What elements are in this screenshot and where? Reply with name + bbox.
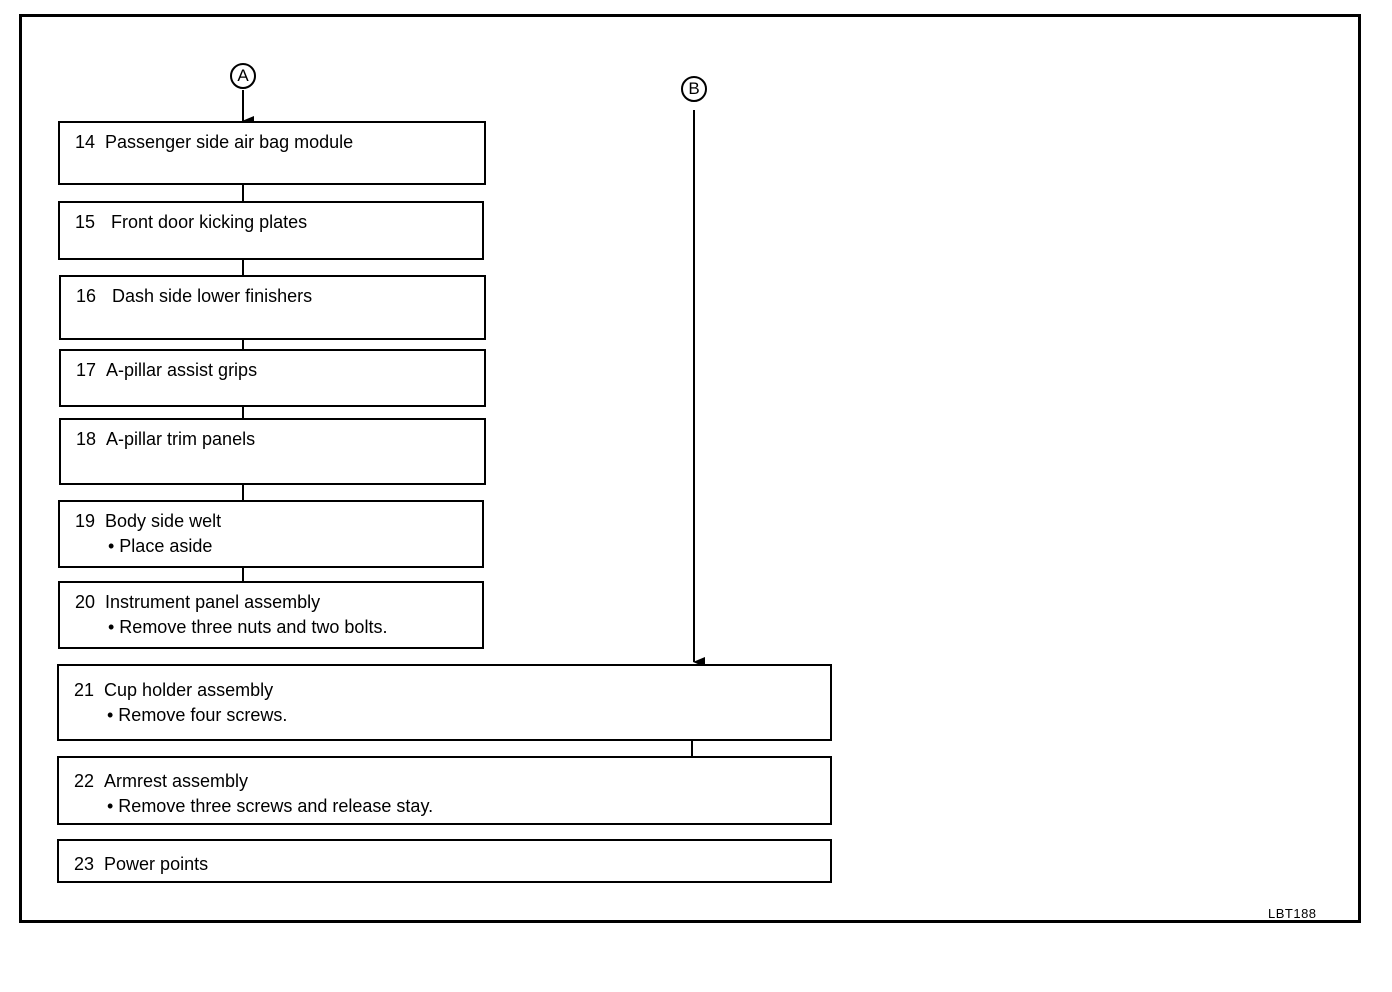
step-number: 23	[74, 854, 95, 874]
connector-a-label: A	[237, 66, 249, 85]
step-title: Passenger side air bag module	[105, 132, 354, 152]
step-number: 14	[75, 132, 96, 152]
figure-code: LBT188	[1268, 906, 1317, 921]
connector-a: A	[230, 63, 256, 89]
step-title: Dash side lower finishers	[112, 286, 313, 306]
step-23: 23 Power points	[57, 839, 832, 883]
step-title: A-pillar trim panels	[106, 429, 256, 449]
step-number: 22	[74, 771, 95, 791]
step-note: • Remove three screws and release stay.	[107, 796, 434, 816]
step-title: Instrument panel assembly	[105, 592, 321, 612]
step-number: 20	[75, 592, 96, 612]
step-17: 17 A-pillar assist grips	[59, 349, 486, 407]
step-20: 20 Instrument panel assembly • Remove thr…	[58, 581, 484, 649]
step-note: • Remove three nuts and two bolts.	[108, 617, 388, 637]
step-number: 18	[76, 429, 97, 449]
diagram-frame	[19, 14, 1361, 923]
step-18: 18 A-pillar trim panels	[59, 418, 486, 485]
step-note: • Place aside	[108, 536, 213, 556]
connector-b-label: B	[688, 79, 700, 98]
step-22: 22 Armrest assembly • Remove three screws…	[57, 756, 832, 825]
step-number: 17	[76, 360, 97, 380]
step-19: 19 Body side welt • Place aside	[58, 500, 484, 568]
connector-b: B	[681, 76, 707, 102]
step-note: • Remove four screws.	[107, 705, 288, 725]
step-21: 21 Cup holder assembly • Remove four scre…	[57, 664, 832, 741]
step-15: 15 Front door kicking plates	[58, 201, 484, 260]
step-16: 16 Dash side lower finishers	[59, 275, 486, 340]
step-number: 19	[75, 511, 96, 531]
step-number: 15	[75, 212, 96, 232]
step-title: Body side welt	[105, 511, 222, 531]
step-14: 14 Passenger side air bag module	[58, 121, 486, 185]
step-title: Cup holder assembly	[104, 680, 274, 700]
step-title: Armrest assembly	[104, 771, 249, 791]
step-number: 16	[76, 286, 97, 306]
step-number: 21	[74, 680, 95, 700]
step-title: A-pillar assist grips	[106, 360, 258, 380]
step-title: Power points	[104, 854, 209, 874]
step-title: Front door kicking plates	[111, 212, 308, 232]
